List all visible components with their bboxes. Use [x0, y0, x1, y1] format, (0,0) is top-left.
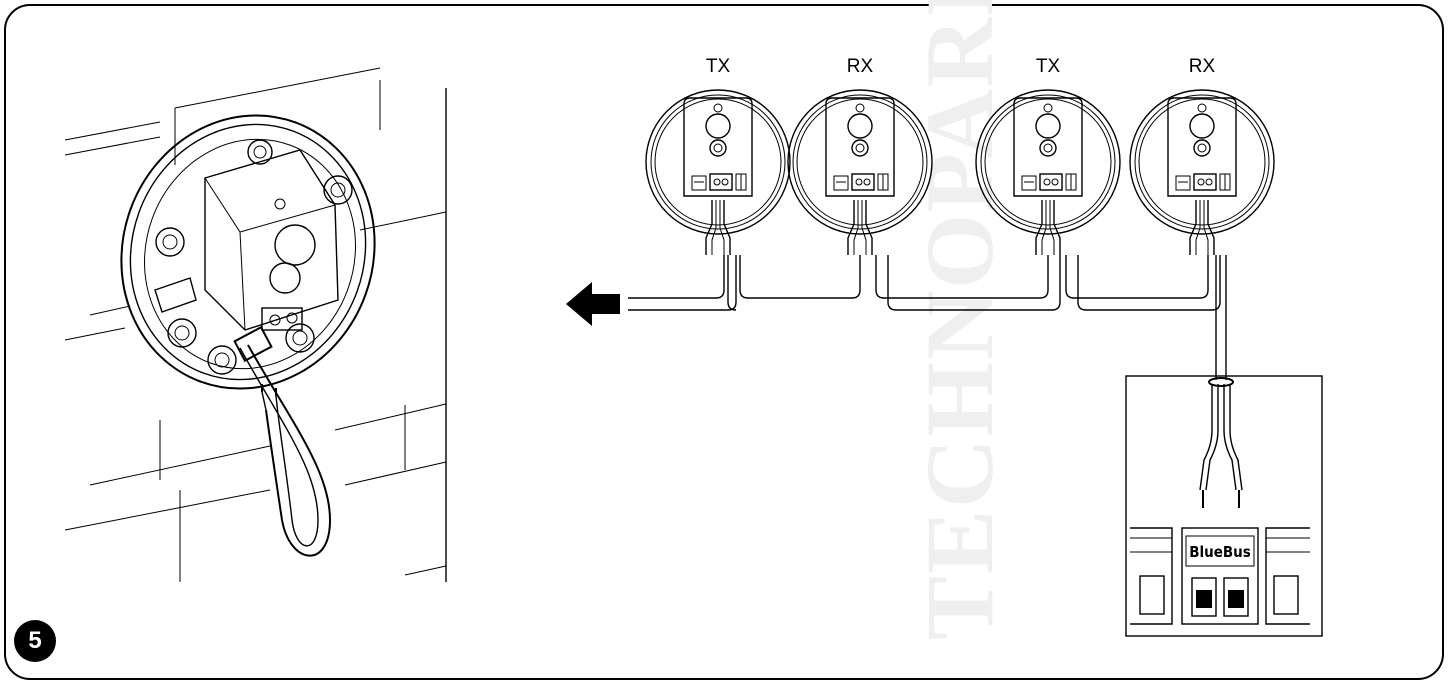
- photocell-icon: RX: [1129, 56, 1275, 255]
- figure-number-badge: 5: [14, 620, 56, 662]
- photocell-label: TX: [706, 56, 731, 77]
- photocell-icon: TX: [975, 56, 1121, 255]
- terminal-block-icon: [1125, 375, 1323, 637]
- watermark-text: TECHNOPARK: [906, 0, 1013, 640]
- terminal-block-label: BlueBus: [1189, 543, 1251, 561]
- photocell-label: RX: [1189, 56, 1216, 77]
- photocell-icon: RX: [787, 56, 933, 255]
- photocell-icon: TX: [645, 56, 791, 255]
- photocell-label: RX: [847, 56, 874, 77]
- photocell-label: TX: [1036, 56, 1061, 77]
- wall-mounted-photocell-icon: [64, 67, 447, 582]
- bus-cable: [628, 255, 1227, 380]
- figure-frame: [4, 4, 1444, 680]
- arrow-left-icon: [566, 282, 620, 326]
